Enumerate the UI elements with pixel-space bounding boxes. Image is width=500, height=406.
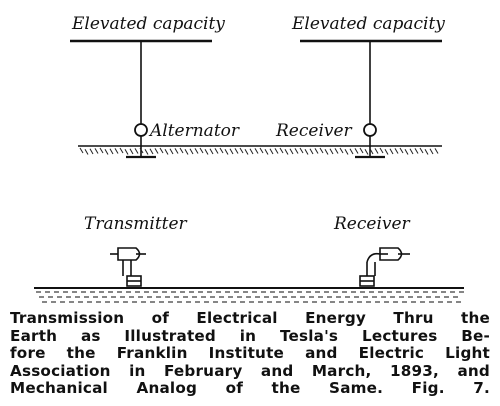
earth-hatch	[289, 148, 294, 155]
earth-hatch	[389, 148, 394, 155]
earth-hatch	[434, 148, 439, 154]
earth-hatch	[259, 147, 264, 154]
earth-hatch	[204, 148, 209, 155]
label-alternator: Alternator	[148, 121, 240, 141]
earth-hatch	[374, 148, 379, 154]
earth-hatch	[314, 148, 319, 154]
earth-hatch	[354, 148, 359, 154]
earth-hatch	[279, 147, 284, 154]
earth-hatch	[294, 148, 299, 154]
earth-hatch	[304, 148, 309, 155]
earth-hatch	[144, 148, 149, 155]
earth-hatch	[174, 148, 179, 154]
earth-hatch	[229, 148, 234, 155]
earth-hatch	[409, 148, 414, 155]
earth-hatch	[429, 148, 434, 155]
label-receiver-bottom: Receiver	[333, 214, 411, 234]
earth-hatch	[399, 147, 404, 154]
earth-hatch	[134, 148, 139, 154]
earth-hatch	[139, 147, 144, 154]
earth-hatch	[209, 148, 214, 155]
earth-hatch	[124, 148, 129, 155]
earth-hatch	[254, 148, 259, 154]
earth-hatch	[154, 148, 159, 154]
receiver-mechanism	[359, 247, 410, 287]
label-elevated-capacity-right: Elevated capacity	[291, 14, 445, 34]
earth-hatch	[234, 148, 239, 154]
earth-hatch	[414, 148, 419, 154]
earth-surface	[78, 145, 442, 155]
earth-hatch	[119, 147, 124, 154]
earth-hatch	[269, 148, 274, 155]
earth-hatch	[84, 148, 89, 155]
earth-hatch	[299, 147, 304, 154]
earth-hatch	[379, 147, 384, 154]
earth-hatch	[274, 148, 279, 154]
earth-hatch	[364, 148, 369, 155]
earth-hatch	[424, 148, 429, 155]
earth-hatch	[169, 148, 174, 155]
earth-hatch	[419, 147, 424, 154]
earth-hatch	[394, 148, 399, 154]
earth-hatch	[284, 148, 289, 155]
earth-hatch	[244, 148, 249, 155]
earth-hatch	[79, 147, 84, 154]
earth-hatch	[184, 148, 189, 155]
earth-hatch	[99, 147, 104, 154]
earth-hatch	[114, 148, 119, 154]
label-transmitter: Transmitter	[84, 214, 188, 234]
earth-hatch	[369, 148, 374, 155]
earth-hatch	[219, 147, 224, 154]
earth-hatch	[194, 148, 199, 154]
earth-hatch	[149, 148, 154, 155]
earth-hatch	[319, 147, 324, 154]
caption-line: Earth as Illustrated in Tesla's Lectures…	[10, 326, 490, 345]
earth-hatch	[129, 148, 134, 155]
earth-hatch	[404, 148, 409, 155]
earth-hatch	[179, 147, 184, 154]
earth-hatch	[189, 148, 194, 155]
earth-hatch	[214, 148, 219, 154]
earth-hatch	[349, 148, 354, 155]
earth-hatch	[239, 147, 244, 154]
receiver-symbol	[363, 123, 377, 137]
diagram: Elevated capacity Alternator Elevated ca…	[34, 14, 464, 303]
earth-hatch	[334, 148, 339, 154]
earth-hatch	[199, 147, 204, 154]
earth-hatch	[344, 148, 349, 155]
earth-hatch	[94, 148, 99, 154]
earth-hatch	[159, 147, 164, 154]
caption-line: Transmission of Electrical Energy Thru t…	[10, 309, 490, 327]
transmitter-mechanism	[110, 247, 146, 287]
label-elevated-capacity-left: Elevated capacity	[71, 14, 225, 34]
earth-hatch	[164, 148, 169, 155]
caption-line: Mechanical Analog of the Same. Fig. 7.	[10, 379, 490, 397]
alternator-symbol	[134, 123, 148, 137]
earth-hatch	[104, 148, 109, 155]
earth-hatch	[339, 147, 344, 154]
earth-hatch	[384, 148, 389, 155]
earth-hatch	[324, 148, 329, 155]
caption-line: fore the Franklin Institute and Electric…	[10, 344, 490, 362]
label-receiver-top: Receiver	[275, 121, 353, 141]
earth-hatch	[309, 148, 314, 155]
caption-line: Association in February and March, 1893,…	[10, 361, 490, 380]
earth-hatch	[359, 147, 364, 154]
figure-caption: Transmission of Electrical Energy Thru t…	[10, 309, 490, 398]
earth-hatch	[249, 148, 254, 155]
earth-hatch	[89, 148, 94, 155]
earth-hatch	[224, 148, 229, 155]
earth-hatch	[109, 148, 114, 155]
earth-hatch	[329, 148, 334, 155]
earth-hatch	[264, 148, 269, 155]
fluid-medium	[34, 287, 464, 303]
